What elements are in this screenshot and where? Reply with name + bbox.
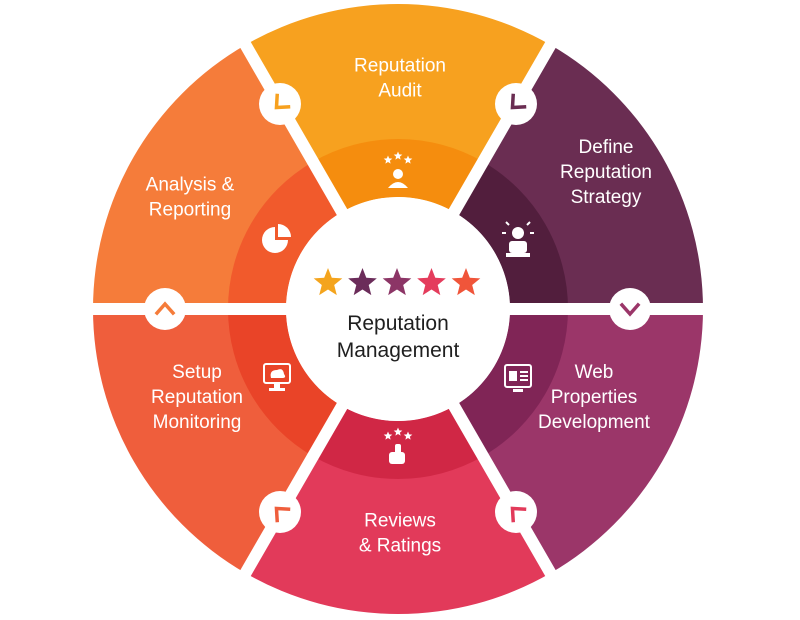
label-monitoring-line: Monitoring (153, 412, 242, 433)
segment-divider (447, 38, 558, 217)
inner-ring-layer (228, 138, 568, 479)
label-audit-line: Reputation (354, 56, 446, 77)
center-circle (286, 197, 510, 421)
inner-band-strategy (454, 161, 568, 309)
label-reviews: Reviews & Ratings (359, 511, 441, 557)
web-browser-icon (504, 364, 532, 392)
person-stars-icon (383, 151, 413, 188)
label-strategy-line: Reputation (560, 162, 652, 183)
star-icon (382, 268, 412, 296)
label-web-line: Development (538, 412, 651, 433)
center-title-line2: Management (337, 339, 460, 362)
label-monitoring-line: Setup (172, 362, 222, 383)
rating-stars (313, 268, 481, 296)
monitor-cloud-icon (263, 363, 291, 391)
label-web-line: Properties (551, 387, 638, 408)
inner-band-web (454, 309, 568, 457)
label-reviews-line: Reviews (364, 511, 436, 532)
pie-chart-icon (262, 224, 291, 253)
label-web-line: Web (575, 362, 614, 383)
chevron-down-icon (495, 83, 537, 125)
star-icon (451, 268, 481, 296)
segment-gaps (89, 38, 707, 580)
segment-divider (238, 401, 349, 580)
chevron-up-right-icon (144, 288, 186, 330)
label-strategy-line: Define (579, 137, 634, 158)
label-audit-line: Audit (378, 81, 422, 102)
star-icon (417, 268, 446, 296)
center-hub: Reputation Management (286, 197, 510, 421)
center-title-line1: Reputation (347, 312, 449, 335)
label-analysis-line: Analysis & (146, 175, 235, 196)
segment-divider (447, 401, 558, 580)
label-analysis-line: Reporting (149, 200, 231, 221)
hand-stars-icon (383, 427, 413, 464)
star-icon (348, 268, 377, 296)
label-reviews-line: & Ratings (359, 536, 441, 557)
icons-layer (262, 151, 534, 464)
inner-band-reviews (313, 405, 483, 479)
label-monitoring-line: Reputation (151, 387, 243, 408)
chevron-down-right-icon (259, 83, 301, 125)
chevron-up-icon (259, 491, 301, 533)
chevron-up-left-icon (495, 491, 537, 533)
idea-person-icon (502, 221, 534, 257)
segment-divider (238, 38, 349, 217)
label-analysis: Analysis & Reporting (146, 175, 235, 221)
label-strategy-line: Strategy (571, 187, 642, 208)
chevron-down-left-icon (609, 288, 651, 330)
arrows-layer (144, 83, 651, 533)
star-icon (313, 268, 343, 296)
